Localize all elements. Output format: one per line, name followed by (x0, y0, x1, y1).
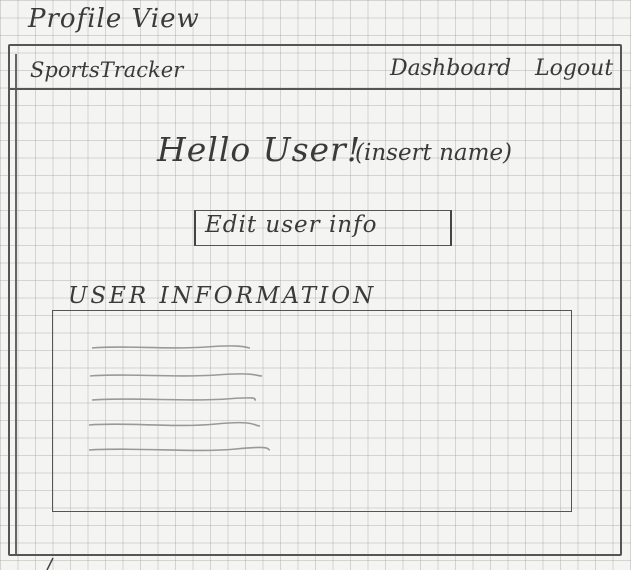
placeholder-line-2 (89, 373, 263, 377)
placeholder-line-3 (91, 397, 257, 401)
navbar: SportsTracker Dashboard Logout (10, 46, 620, 90)
user-info-placeholder-lines (88, 345, 271, 452)
user-information-panel (52, 310, 572, 512)
brand-logo[interactable]: SportsTracker (30, 58, 184, 82)
placeholder-line-4 (88, 421, 261, 427)
edit-user-info-label: Edit user info (205, 212, 378, 238)
frame-double-line (15, 54, 17, 554)
app-window-frame (8, 44, 622, 556)
greeting-note: (insert name) (355, 140, 513, 166)
placeholder-line-5 (88, 446, 271, 452)
greeting-heading: Hello User! (157, 130, 362, 169)
page-title: Profile View (28, 4, 200, 34)
user-information-heading: USER INFORMATION (68, 283, 377, 309)
edit-user-info-button[interactable]: Edit user info (194, 210, 452, 246)
nav-link-logout[interactable]: Logout (535, 56, 614, 81)
pen-mark-icon (46, 557, 54, 570)
nav-link-dashboard[interactable]: Dashboard (390, 56, 512, 81)
placeholder-line-1 (91, 345, 251, 349)
